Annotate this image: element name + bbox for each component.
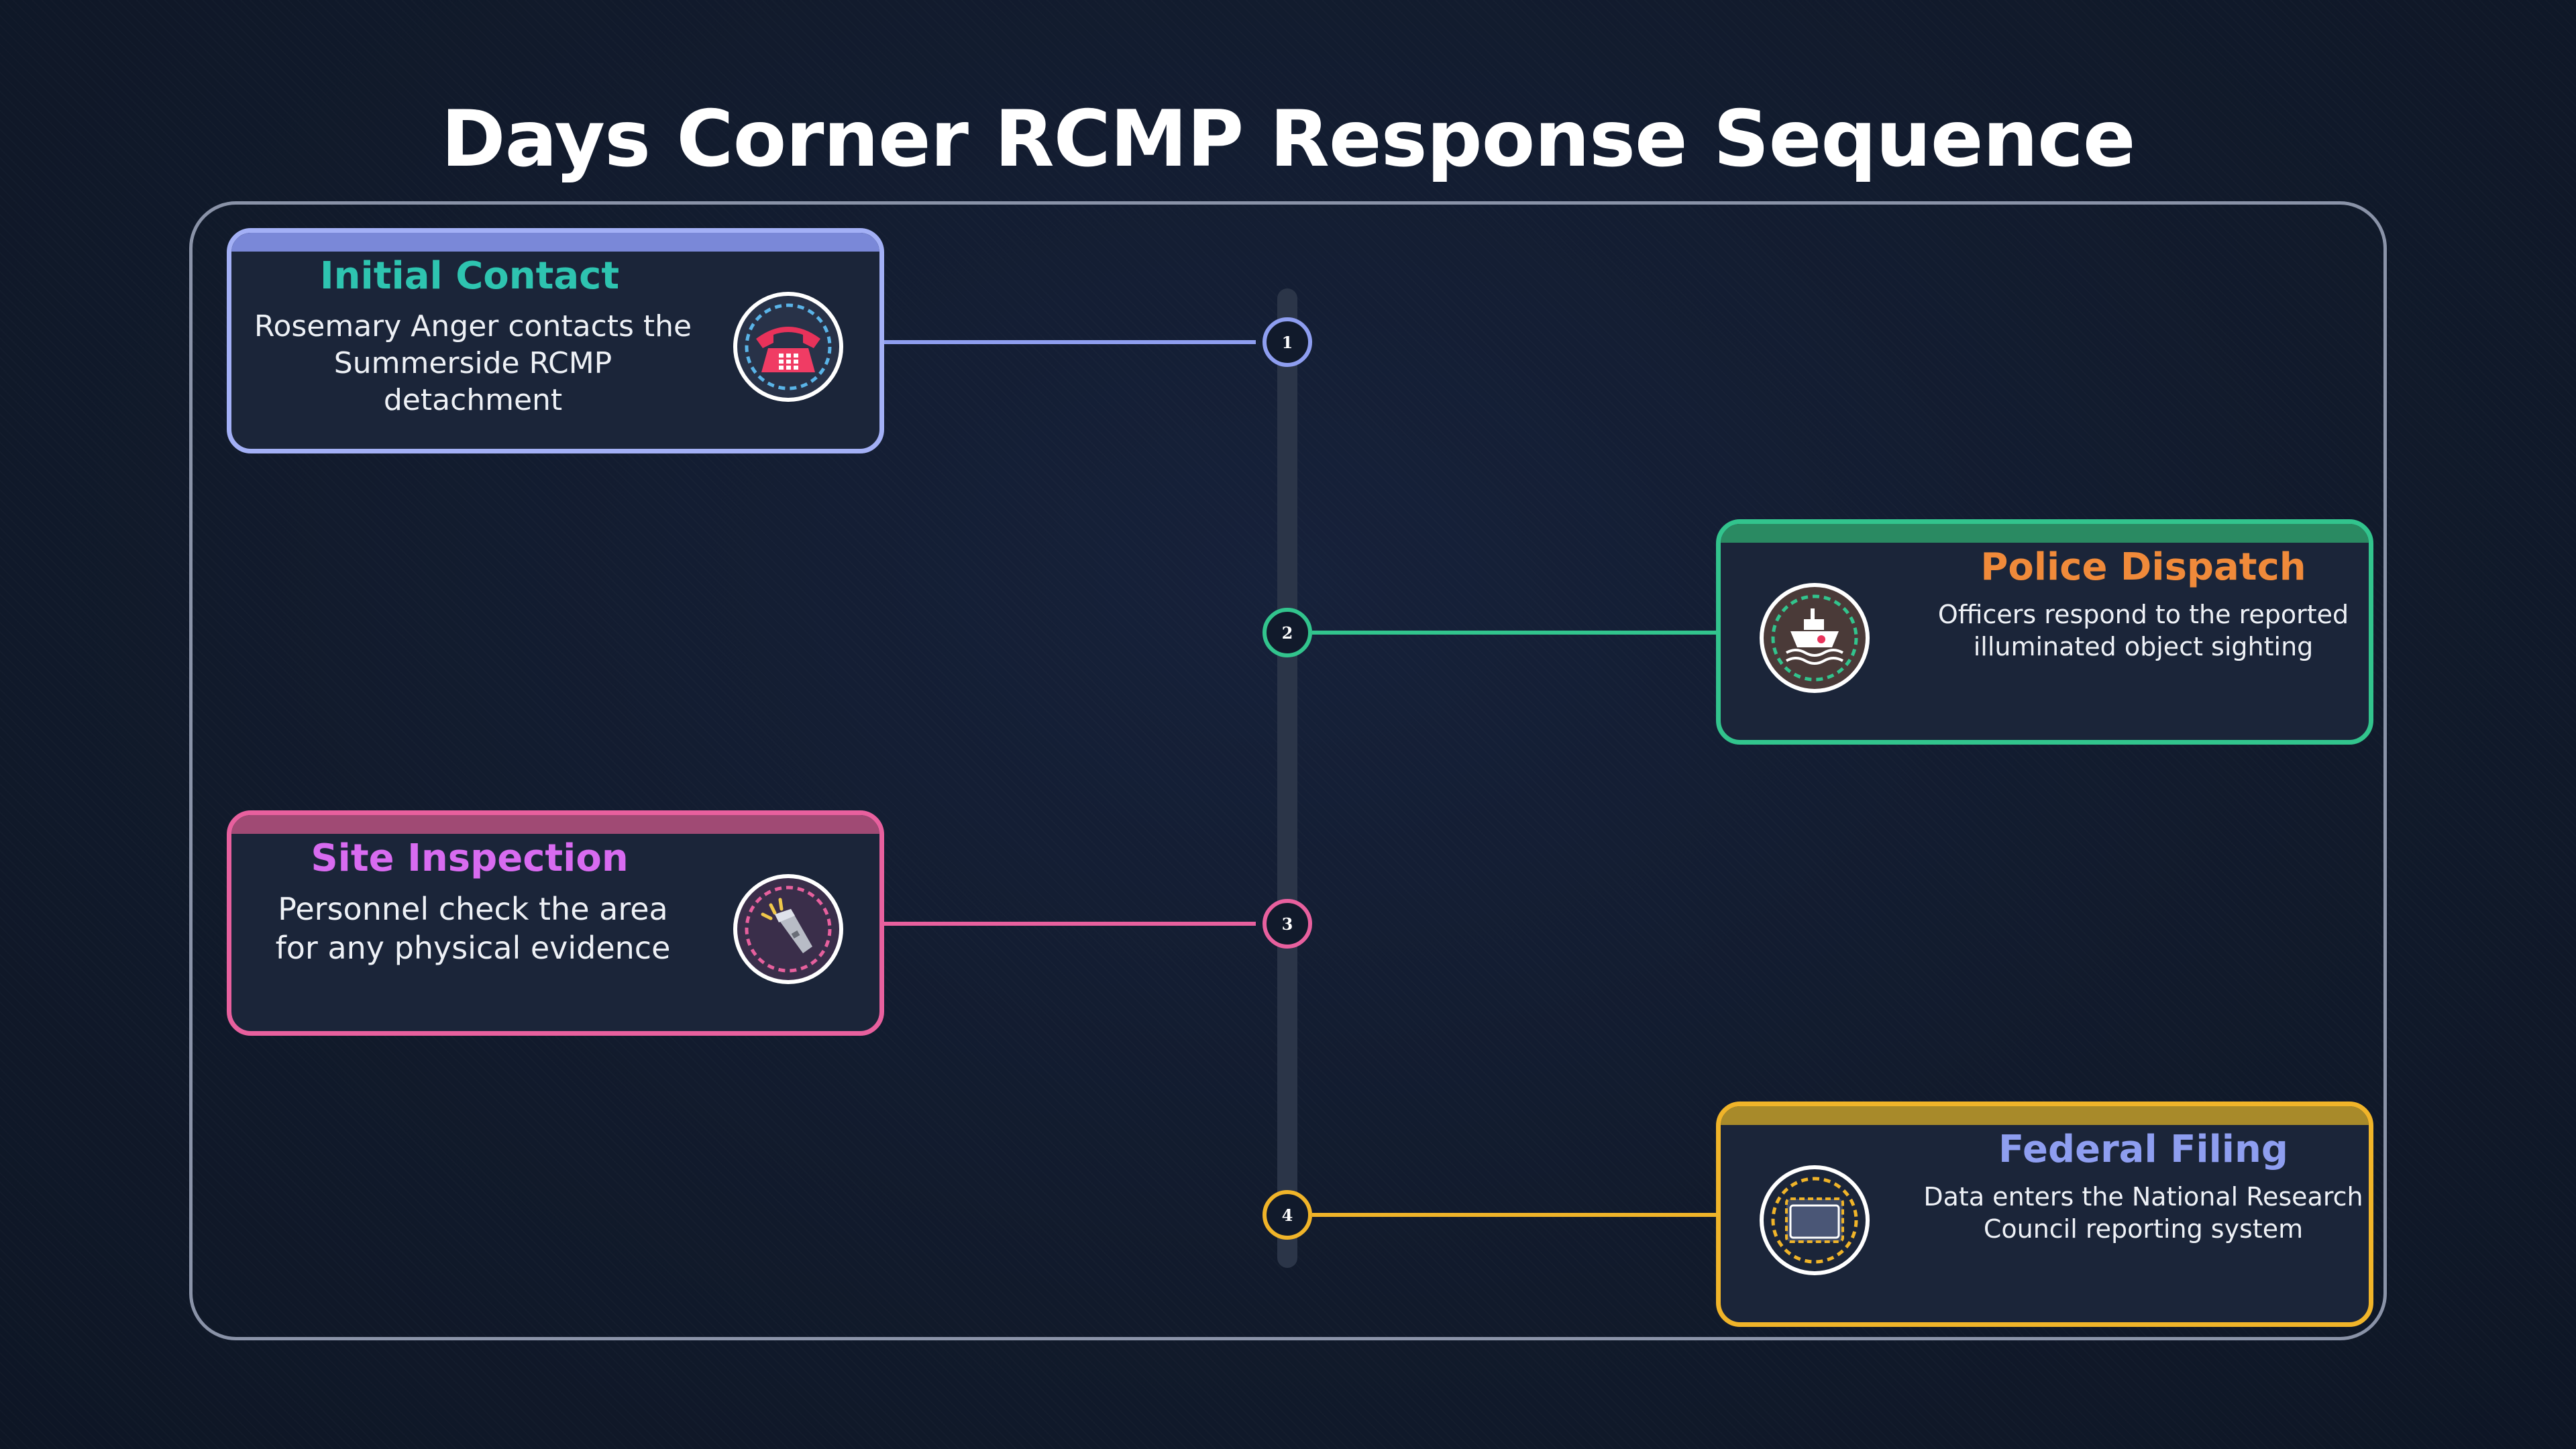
card-header-band xyxy=(1721,1106,2369,1125)
description-line-2: Council reporting system xyxy=(1983,1214,2304,1244)
connector-1 xyxy=(883,340,1256,344)
connector-2 xyxy=(1312,631,1717,635)
connector-4 xyxy=(1312,1213,1717,1217)
description-line-2: illuminated object sighting xyxy=(1973,631,2314,661)
step-node-2: 2 xyxy=(1263,608,1312,657)
step-node-4: 4 xyxy=(1263,1190,1312,1240)
step-number: 4 xyxy=(1281,1205,1293,1225)
step-number: 3 xyxy=(1281,914,1293,934)
timeline-spine xyxy=(1277,288,1297,1268)
card-description: Officers respond to the reported illumin… xyxy=(1915,599,2369,663)
card-title: Site Inspection xyxy=(311,837,629,880)
card-description: Rosemary Anger contacts the Summerside R… xyxy=(245,308,701,419)
step-card-police-dispatch: Police Dispatch Officers respond to the … xyxy=(1716,519,2373,745)
card-description: Data enters the National Research Counci… xyxy=(1915,1181,2369,1245)
description-line-2: for any physical evidence xyxy=(275,929,671,966)
description-line-1: Personnel check the area xyxy=(278,891,668,927)
description-line-1: Officers respond to the reported xyxy=(1937,600,2349,629)
diagram-frame xyxy=(189,201,2387,1340)
step-number: 1 xyxy=(1281,332,1293,352)
description-line-1: Rosemary Anger contacts the xyxy=(254,309,692,343)
card-title: Initial Contact xyxy=(319,254,620,298)
step-card-federal-filing: Federal Filing Data enters the National … xyxy=(1716,1102,2373,1327)
card-title: Federal Filing xyxy=(1998,1128,2288,1171)
card-header-band xyxy=(1721,524,2369,543)
step-card-site-inspection: Site Inspection Personnel check the area… xyxy=(227,810,884,1036)
card-header-band xyxy=(231,815,879,834)
card-header-band xyxy=(231,233,879,252)
document-folder-icon xyxy=(1760,1165,1870,1275)
step-card-initial-contact: Initial Contact Rosemary Anger contacts … xyxy=(227,228,884,453)
ship-icon xyxy=(1760,583,1870,693)
card-description: Personnel check the area for any physica… xyxy=(245,890,701,967)
page-title: Days Corner RCMP Response Sequence xyxy=(441,94,2135,184)
flashlight-icon xyxy=(733,874,843,984)
description-line-2: Summerside RCMP detachment xyxy=(333,346,612,417)
step-number: 2 xyxy=(1281,623,1293,643)
step-node-3: 3 xyxy=(1263,899,1312,949)
description-line-1: Data enters the National Research xyxy=(1923,1182,2363,1212)
connector-3 xyxy=(883,922,1256,926)
card-title: Police Dispatch xyxy=(1980,545,2306,589)
step-node-1: 1 xyxy=(1263,317,1312,367)
telephone-icon xyxy=(733,292,843,402)
